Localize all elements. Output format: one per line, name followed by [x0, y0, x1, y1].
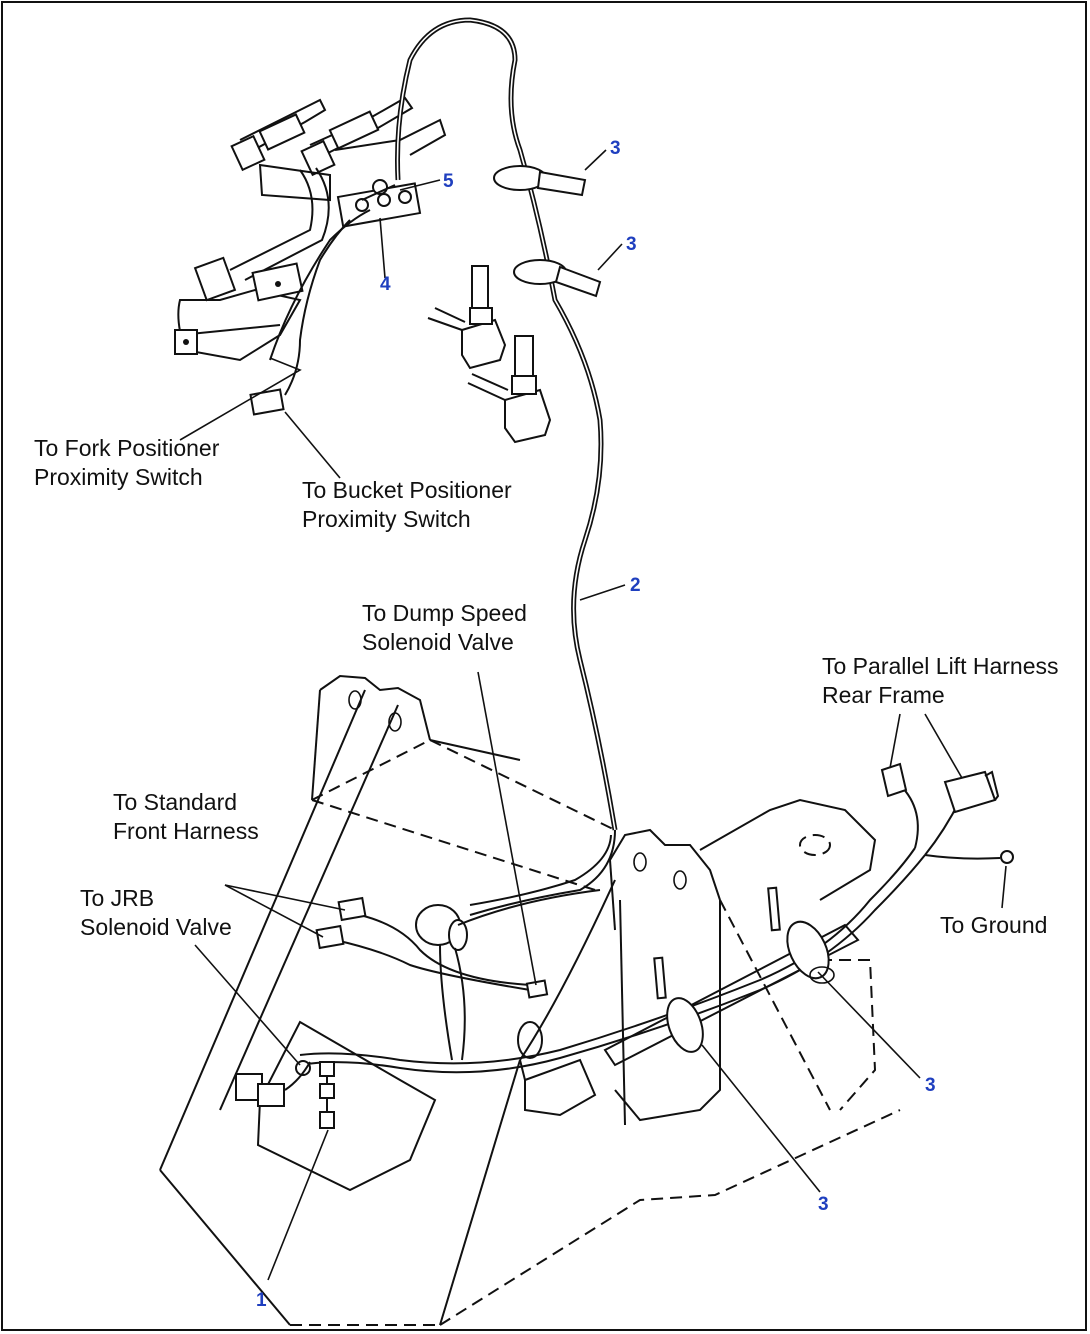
label-bucket-positioner-1: To Bucket Positioner [302, 477, 512, 503]
callouts: 3 3 5 4 2 3 3 1 [256, 138, 936, 1311]
lower-harness [235, 762, 1014, 1129]
label-parallel-lift-2: Rear Frame [822, 682, 945, 708]
callout-3-upper: 3 [610, 138, 621, 159]
valve-fittings [427, 265, 552, 444]
callout-3-bottom: 3 [818, 1194, 829, 1215]
callout-3-right: 3 [925, 1075, 936, 1096]
label-bucket-positioner-2: Proximity Switch [302, 506, 471, 532]
label-fork-positioner-2: Proximity Switch [34, 464, 203, 490]
label-standard-front-1: To Standard [113, 789, 237, 815]
callout-2: 2 [630, 575, 641, 596]
harness-2 [361, 17, 618, 1061]
positioner-assembly [174, 96, 447, 416]
label-parallel-lift-1: To Parallel Lift Harness [822, 653, 1059, 679]
label-jrb-valve-2: Solenoid Valve [80, 914, 232, 940]
label-fork-positioner-1: To Fork Positioner [34, 435, 220, 461]
callout-5: 5 [443, 171, 454, 192]
leader-lines [179, 149, 1007, 1281]
callout-4: 4 [380, 274, 391, 295]
clamps-upper [493, 165, 602, 298]
label-standard-front-2: Front Harness [113, 818, 259, 844]
label-ground: To Ground [940, 912, 1047, 938]
callout-3-middle: 3 [626, 234, 637, 255]
callout-1: 1 [256, 1290, 267, 1311]
labels: To Fork Positioner Proximity Switch To B… [34, 435, 1059, 940]
label-dump-speed-1: To Dump Speed [362, 600, 527, 626]
label-dump-speed-2: Solenoid Valve [362, 629, 514, 655]
label-jrb-valve-1: To JRB [80, 885, 154, 911]
clamps-lower [653, 886, 835, 1053]
loader-frame [159, 674, 901, 1326]
